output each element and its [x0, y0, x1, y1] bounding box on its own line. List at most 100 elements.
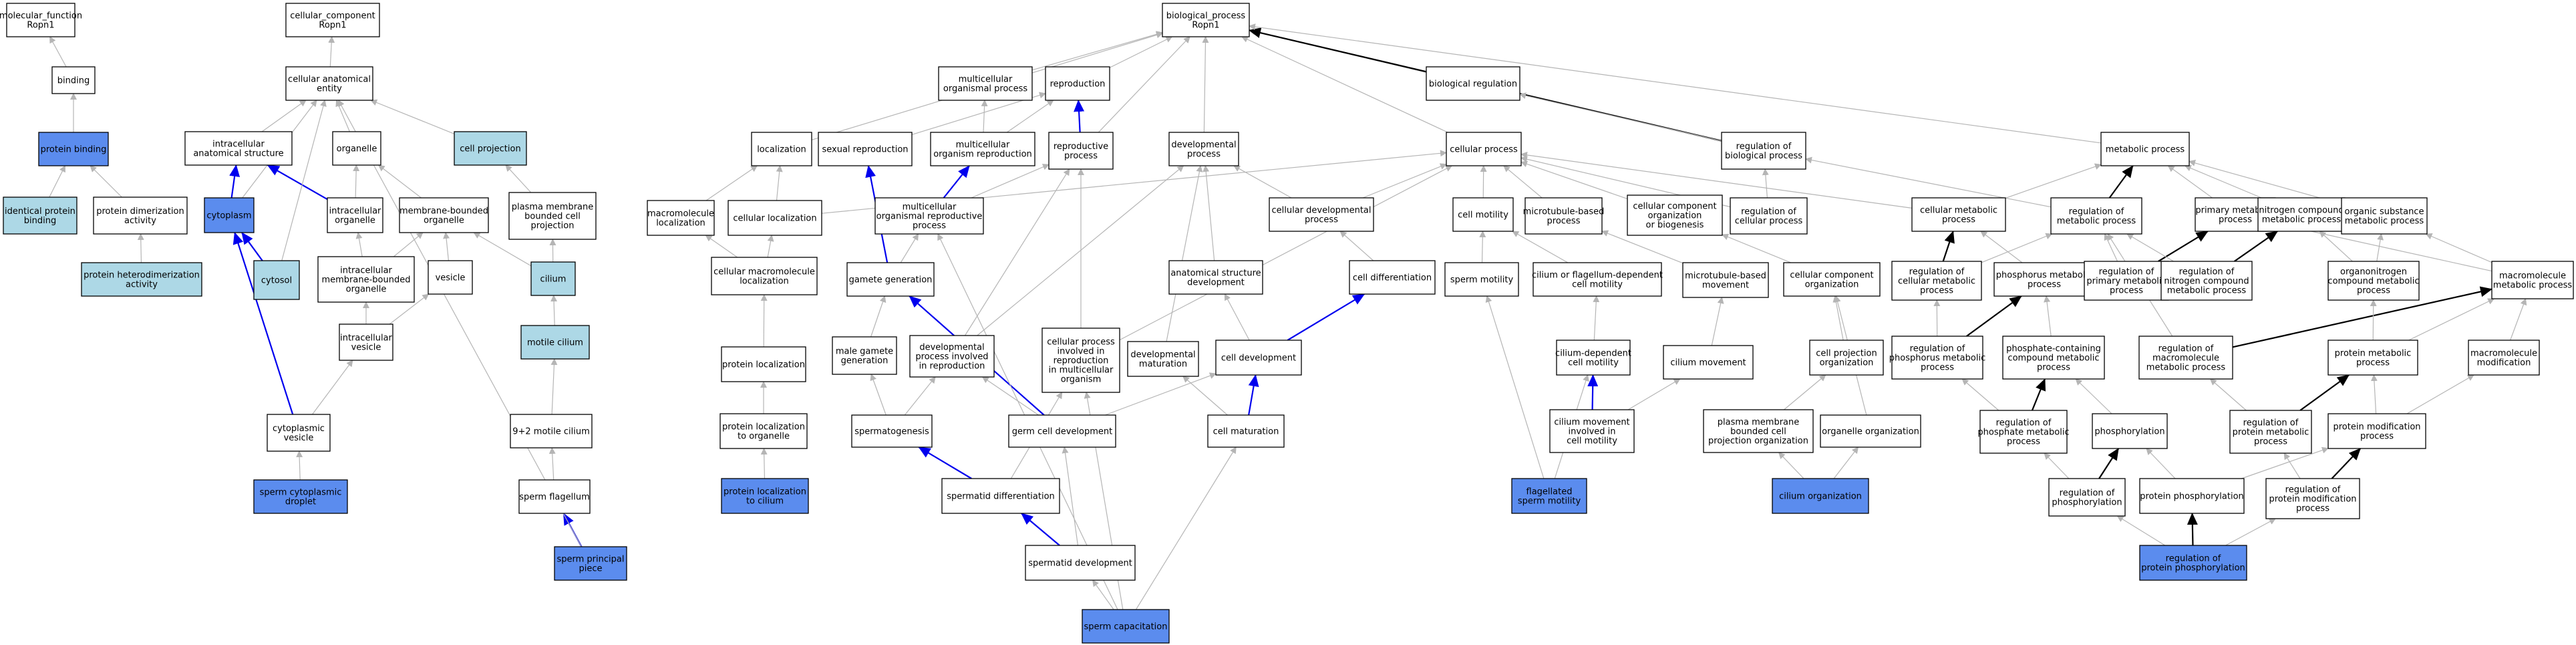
term-node-sperm-flagellum[interactable]: sperm flagellum — [518, 479, 591, 514]
term-node-sexual-reproduction[interactable]: sexual reproduction — [818, 132, 913, 166]
term-node-binding[interactable]: binding — [51, 66, 96, 94]
term-node-spermatid-development[interactable]: spermatid development — [1025, 545, 1136, 581]
term-node-spermatogenesis[interactable]: spermatogenesis — [851, 414, 933, 448]
term-node-sperm-motility[interactable]: sperm motility — [1444, 262, 1519, 297]
term-node-cell-motility[interactable]: cell motility — [1452, 197, 1514, 232]
term-node-cytoplasm[interactable]: cytoplasm — [204, 197, 255, 233]
term-node-organelle-organization[interactable]: organelle organization — [1820, 414, 1921, 448]
term-node-cilium-movement[interactable]: cilium movement — [1663, 345, 1754, 380]
term-node-phosphorylation[interactable]: phosphorylation — [2092, 413, 2168, 449]
term-node-gamete-generation[interactable]: gamete generation — [846, 262, 935, 297]
term-label: biological process — [1725, 151, 1802, 161]
term-node-protein-phosphorylation[interactable]: protein phosphorylation — [2139, 478, 2245, 514]
term-node-motile-cilium[interactable]: motile cilium — [520, 325, 590, 360]
term-node-vesicle[interactable]: vesicle — [428, 260, 473, 295]
term-node-cell-differentiation[interactable]: cell differentiation — [1349, 260, 1436, 295]
term-node-localization[interactable]: localization — [751, 132, 812, 166]
term-node-spermatid-differentiation[interactable]: spermatid differentiation — [941, 478, 1060, 514]
term-node-cell-maturation[interactable]: cell maturation — [1207, 414, 1285, 448]
term-node-biological-regulation[interactable]: biological regulation — [1426, 66, 1520, 101]
term-node-sperm-capacitation[interactable]: sperm capacitation — [1082, 609, 1170, 644]
term-node-cytosol[interactable]: cytosol — [253, 260, 300, 300]
term-node-cilium-organization[interactable]: cilium organization — [1772, 478, 1869, 514]
term-node-organelle[interactable]: organelle — [332, 131, 381, 166]
term-node-cell-development[interactable]: cell development — [1215, 340, 1302, 376]
term-node-cilium[interactable]: cilium — [530, 261, 576, 296]
term-node-cellular-process[interactable]: cellular process — [1446, 132, 1522, 166]
term-node-metabolic-process[interactable]: metabolic process — [2100, 132, 2190, 166]
term-node-cellular-localization[interactable]: cellular localization — [728, 200, 822, 236]
term-node-germ-cell-development[interactable]: germ cell development — [1008, 414, 1116, 448]
term-node-protein-binding[interactable]: protein binding — [38, 132, 109, 166]
term-node-motile-cilium-92[interactable]: 9+2 motile cilium — [510, 414, 593, 448]
term-node-cell-projection[interactable]: cell projection — [454, 131, 527, 166]
term-node-reproduction[interactable]: reproduction — [1045, 66, 1110, 101]
term-node-protein-localization[interactable]: protein localization — [721, 346, 806, 382]
